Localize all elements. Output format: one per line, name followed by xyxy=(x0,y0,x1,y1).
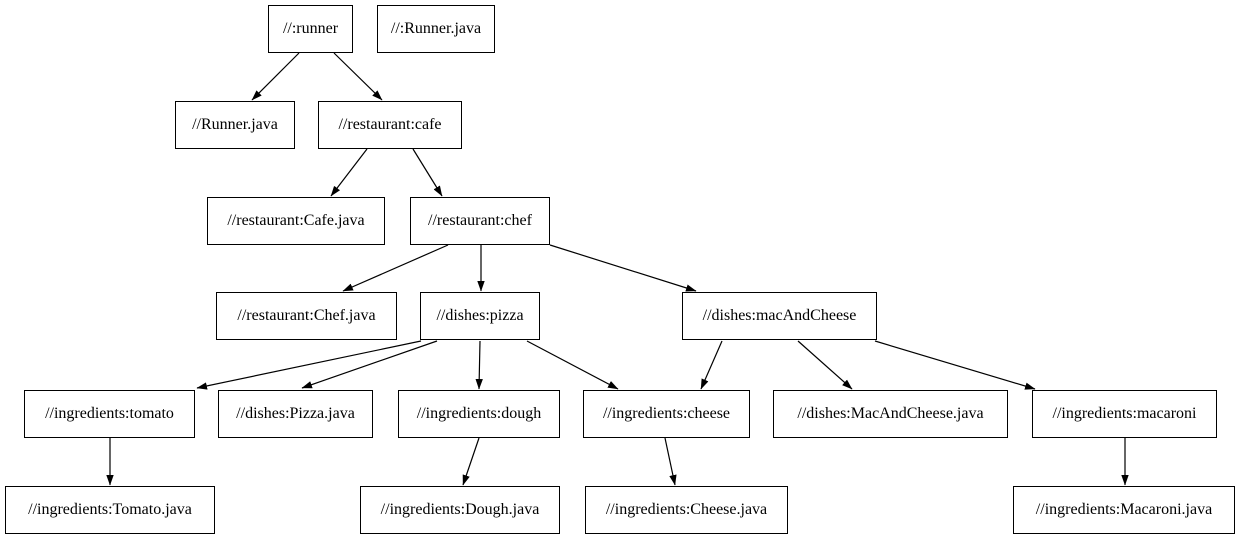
edge-runner-to-runner-java xyxy=(251,52,300,101)
edge-pizza-to-tomato xyxy=(196,340,422,390)
graph-node-runner-java-src: //:Runner.java xyxy=(377,5,495,53)
graph-node-macandcheese-java: //dishes:MacAndCheese.java xyxy=(773,390,1008,438)
edge-pizza-to-dough xyxy=(475,340,483,390)
graph-node-cheese-java: //ingredients:Cheese.java xyxy=(585,486,788,534)
graph-node-runner: //:runner xyxy=(268,5,353,53)
edge-macandcheese-to-macandcheese-java xyxy=(797,340,853,390)
graph-node-cheese: //ingredients:cheese xyxy=(583,390,750,438)
edge-cheese-to-cheese-java xyxy=(664,437,677,486)
edge-chef-to-chef-java xyxy=(342,244,449,292)
graph-node-cafe-java: //restaurant:Cafe.java xyxy=(207,197,385,245)
edge-cafe-to-cafe-java xyxy=(330,148,368,197)
graph-node-macaroni-java: //ingredients:Macaroni.java xyxy=(1013,486,1235,534)
edge-cafe-to-chef xyxy=(412,148,443,197)
graph-node-dough: //ingredients:dough xyxy=(398,390,560,438)
graph-node-chef: //restaurant:chef xyxy=(410,197,550,245)
edge-pizza-to-pizza-java xyxy=(301,340,438,389)
graph-node-pizza-java: //dishes:Pizza.java xyxy=(218,390,373,438)
graph-node-macaroni: //ingredients:macaroni xyxy=(1032,390,1217,438)
graph-node-tomato: //ingredients:tomato xyxy=(24,390,195,438)
graph-node-tomato-java: //ingredients:Tomato.java xyxy=(5,486,215,534)
edge-runner-to-cafe xyxy=(333,52,383,101)
edge-pizza-to-cheese xyxy=(526,340,619,390)
graph-node-macandcheese: //dishes:macAndCheese xyxy=(682,292,877,340)
graph-node-pizza: //dishes:pizza xyxy=(420,292,540,340)
edge-dough-to-dough-java xyxy=(462,437,480,486)
edge-chef-to-macandcheese xyxy=(549,244,697,292)
graph-node-dough-java: //ingredients:Dough.java xyxy=(360,486,560,534)
edge-macandcheese-to-macaroni xyxy=(874,340,1036,390)
graph-node-chef-java: //restaurant:Chef.java xyxy=(216,292,397,340)
graph-node-runner-java: //Runner.java xyxy=(175,101,295,149)
graph-node-cafe: //restaurant:cafe xyxy=(318,101,462,149)
edge-macandcheese-to-cheese xyxy=(700,340,723,390)
